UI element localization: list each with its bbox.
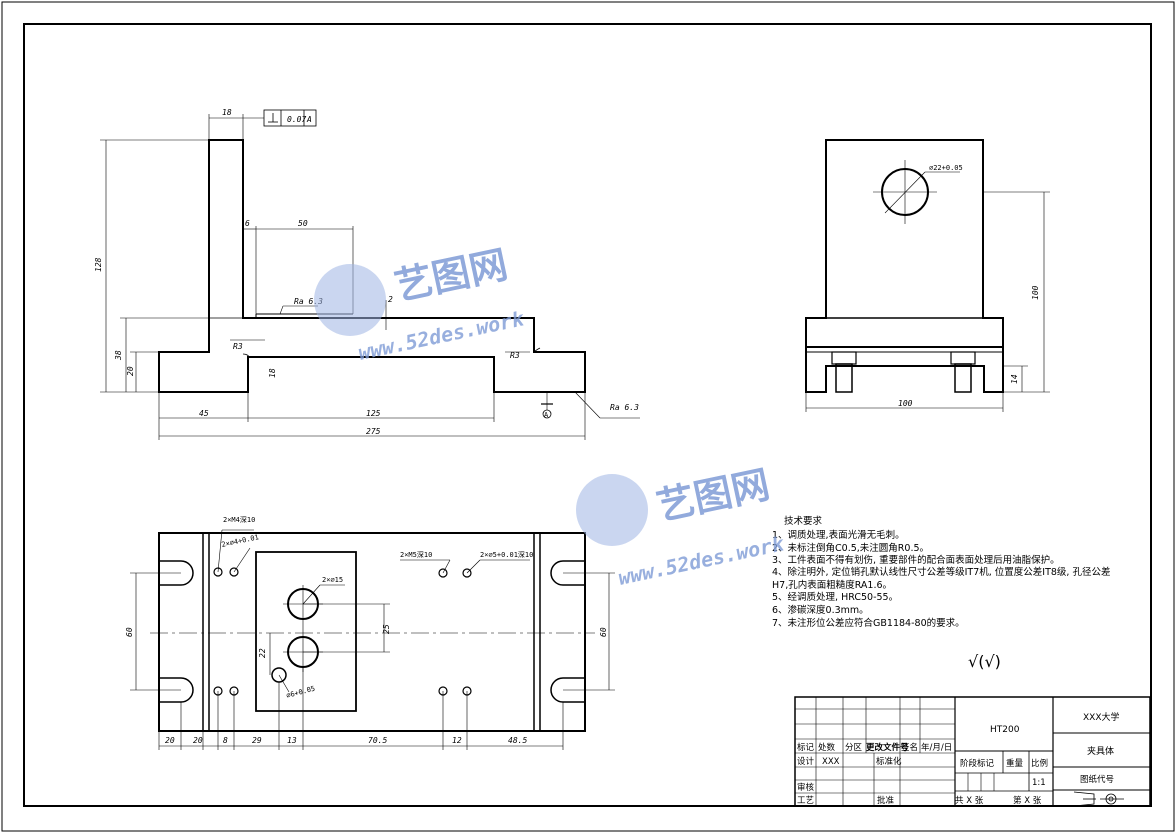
watermark-1: 艺图网 www.52des.work xyxy=(314,242,527,365)
watermark-globe-icon xyxy=(576,474,648,546)
tech-item-1: 1、调质处理,表面光滑无毛刺。 xyxy=(772,529,905,541)
stage-mark: 阶段标记 xyxy=(960,758,995,769)
dim-bore: ⌀22+0.05 xyxy=(929,164,963,172)
dim-b5: 13 xyxy=(287,736,297,745)
tech-item-4: 4、除注明外, 定位销孔默认线性尺寸公差等级IT7机, 位置度公差IT8级, 孔… xyxy=(772,566,1110,578)
dim-foot-height: 20 xyxy=(126,366,135,376)
col-date: 年/月/日 xyxy=(921,742,952,753)
watermark-2: 艺图网 www.52des.work xyxy=(576,462,787,590)
callout-d6: ⌀6+0.05 xyxy=(285,685,316,700)
dim-total-len: 275 xyxy=(366,427,381,436)
material: HT200 xyxy=(990,725,1020,735)
dim-b7: 12 xyxy=(452,736,462,745)
dim-base-height: 38 xyxy=(114,350,123,361)
dim-leg: 14 xyxy=(1010,374,1019,384)
tech-title: 技术要求 xyxy=(784,515,823,527)
roughness-2: Ra 6.3 xyxy=(610,403,639,412)
tech-item-3: 3、工件表面不得有划伤, 重要部件的配合面表面处理后用油脂保护。 xyxy=(772,554,1060,566)
col-count: 处数 xyxy=(818,742,836,753)
dim-side-width: 100 xyxy=(898,399,913,408)
review-label: 审核 xyxy=(797,782,815,793)
col-zone: 分区 xyxy=(845,743,863,753)
dim-top-width: 18 xyxy=(222,108,232,117)
dim-offset: 6 xyxy=(245,219,250,228)
callout-d15: 2×⌀15 xyxy=(322,576,343,584)
flatness-datum: A xyxy=(306,115,312,124)
front-view-dims: 18 0.07 A 128 6 50 Ra 6.3 2 R3 R3 38 20 … xyxy=(94,108,639,436)
sheets-total: 共 X 张 xyxy=(955,796,984,806)
watermark-brand: 艺图网 xyxy=(653,462,774,529)
dim-b4: 29 xyxy=(252,736,262,745)
dim-slot-width: 50 xyxy=(298,219,308,228)
dim-b1: 20 xyxy=(165,736,175,745)
dim-b6: 70.5 xyxy=(368,736,387,745)
standardize-label: 标准化 xyxy=(876,756,902,767)
dim-b3: 8 xyxy=(223,736,228,745)
side-view xyxy=(805,139,1050,412)
school-name: XXX大学 xyxy=(1083,711,1120,723)
process-label: 工艺 xyxy=(797,796,814,806)
inner-frame xyxy=(23,23,1152,807)
fillet-left: R3 xyxy=(233,342,243,351)
callout-m5: 2×M5深10 xyxy=(400,550,432,559)
weight-label: 重量 xyxy=(1006,758,1024,769)
dim-offset-22: 22 xyxy=(258,648,267,658)
scale-value: 1:1 xyxy=(1032,778,1046,788)
design-label: 设计 xyxy=(797,756,815,767)
dim-b8: 48.5 xyxy=(508,736,527,745)
callout-m4: 2×M4深10 xyxy=(223,515,255,524)
designer-name: XXX xyxy=(822,757,840,767)
roughness-1: Ra 6.3 xyxy=(294,297,323,306)
tech-item-5: 5、经调质处理, HRC50-55。 xyxy=(772,591,898,603)
watermark-brand: 艺图网 xyxy=(391,242,512,309)
dim-b2: 20 xyxy=(193,736,203,745)
approve-label: 批准 xyxy=(877,795,895,806)
tech-item-4b: H7,孔内表面粗糙度RA1.6。 xyxy=(772,579,892,591)
front-view xyxy=(100,109,640,440)
fillet-right: R3 xyxy=(510,351,520,360)
datum-label: A xyxy=(544,411,549,419)
scale-label: 比例 xyxy=(1031,758,1048,769)
callout-d4: 2×⌀4+0.01 xyxy=(221,533,260,549)
dim-recess-depth: 18 xyxy=(268,368,277,378)
tech-requirements: 技术要求 1、调质处理,表面光滑无毛刺。 2、未标注倒角C0.5,未注圆角R0.… xyxy=(772,515,1110,671)
dim-mid-len: 125 xyxy=(366,409,381,418)
dim-side-height: 100 xyxy=(1031,285,1040,300)
tech-item-6: 6、渗碳深度0.3mm。 xyxy=(772,604,869,616)
tech-item-7: 7、未注形位公差应符合GB1184-80的要求。 xyxy=(772,617,965,629)
flatness-value: 0.07 xyxy=(287,115,306,124)
dim-step: 2 xyxy=(388,295,393,304)
dim-left-len: 45 xyxy=(199,409,209,418)
col-sign: 签名 xyxy=(901,742,918,753)
title-block-text: HT200 XXX大学 夹具体 图纸代号 标记 处数 分区 更改文件号 签名 年… xyxy=(797,711,1120,806)
top-view xyxy=(130,529,615,750)
watermark-globe-icon xyxy=(314,264,386,336)
roughness-symbol: √(√) xyxy=(968,652,1001,671)
watermark-url: www.52des.work xyxy=(616,531,787,590)
dim-pitch: 25 xyxy=(382,624,391,634)
side-view-dims: ⌀22+0.05 100 14 100 xyxy=(898,164,1040,408)
callout-d5: 2×⌀5+0.01深10 xyxy=(480,550,533,559)
col-mark: 标记 xyxy=(797,742,815,753)
dim-left-60: 60 xyxy=(125,627,134,637)
tech-item-2: 2、未标注倒角C0.5,未注圆角R0.5。 xyxy=(772,542,929,554)
dim-right-60: 60 xyxy=(599,627,608,637)
col-doc: 更改文件号 xyxy=(866,742,909,753)
drawing-no-label: 图纸代号 xyxy=(1080,774,1114,785)
title-block xyxy=(794,696,1151,807)
dim-overall-height: 128 xyxy=(94,257,103,272)
part-name: 夹具体 xyxy=(1087,745,1114,757)
top-view-dims: 2×M4深10 2×⌀4+0.01 2×M5深10 2×⌀5+0.01深10 2… xyxy=(125,515,608,745)
sheet-no: 第 X 张 xyxy=(1013,795,1042,806)
